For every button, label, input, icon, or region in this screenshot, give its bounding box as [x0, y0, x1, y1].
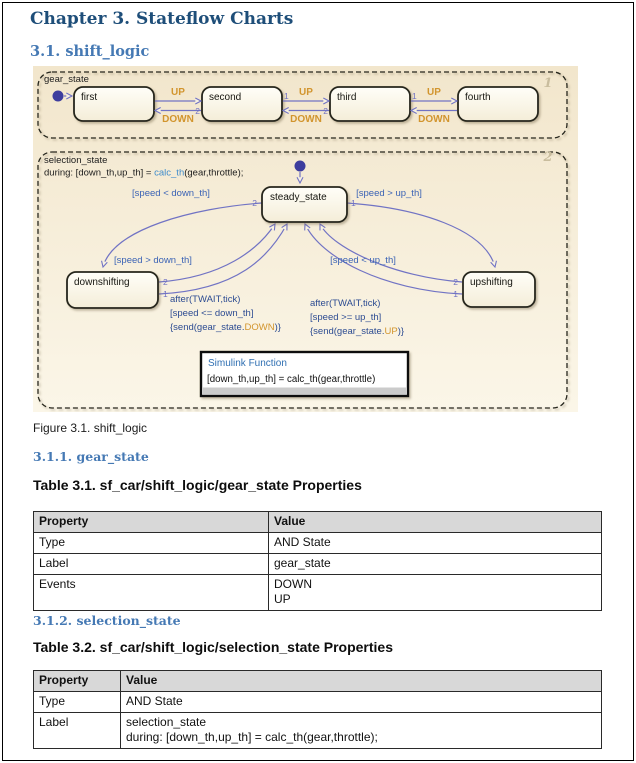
- selection-transitions: [101, 202, 497, 295]
- transition-order-number: 1: [412, 91, 417, 101]
- table-cell: AND State: [268, 532, 602, 554]
- stateflow-diagram: gear_state 1 first second third fourth U…: [33, 66, 578, 412]
- state-fourth-label: fourth: [465, 92, 491, 103]
- selection-states: steady_state downshifting upshifting: [66, 186, 536, 309]
- table-cell: selection_state during: [down_th,up_th] …: [120, 712, 602, 749]
- state-third-label: third: [337, 92, 356, 103]
- transition-steady-to-downshifting: [101, 202, 263, 269]
- selection-state-container: [37, 151, 568, 409]
- gear-state-label: gear_state: [44, 74, 89, 85]
- selection-order-badge: 2: [542, 150, 552, 165]
- state-downshifting-box: [66, 271, 159, 309]
- column-header: Property: [33, 670, 121, 692]
- condition-speed-gt-down: [speed > down_th]: [114, 255, 192, 266]
- transition-order-number: 2: [195, 106, 200, 116]
- downshift-transition-action: after(TWAIT,tick) [speed <= down_th] {se…: [170, 294, 281, 333]
- table-cell: Type: [33, 532, 269, 554]
- gear-state-container: [37, 71, 568, 139]
- gear-initial-state-dot: [52, 90, 64, 102]
- transition-order-number: 2: [323, 106, 328, 116]
- gear-states: first second third fourth: [73, 86, 539, 122]
- selection-initial-state-dot: [294, 160, 306, 172]
- selection-during-action: during: [down_th,up_th] = calc_th(gear,t…: [44, 168, 243, 179]
- subsection-title-selection-state: 3.1.2. selection_state: [33, 613, 181, 628]
- down-event-label: DOWN: [290, 114, 322, 125]
- table-cell: AND State: [120, 691, 602, 713]
- up-event-label: UP: [299, 87, 313, 98]
- selection-state-label: selection_state: [44, 155, 107, 166]
- column-header: Property: [33, 511, 269, 533]
- transition-steady-to-upshifting: [346, 202, 497, 269]
- state-steady-box: [261, 186, 348, 223]
- condition-speed-le-down: [speed <= down_th]: [170, 308, 253, 319]
- transition-order-number: 1: [163, 289, 168, 299]
- up-event-label: UP: [171, 87, 185, 98]
- condition-speed-ge-up: [speed >= up_th]: [310, 312, 381, 323]
- table-2-title: Table 3.2. sf_car/shift_logic/selection_…: [33, 639, 393, 655]
- down-event-label: DOWN: [162, 114, 194, 125]
- transition-order-number: 1: [284, 91, 289, 101]
- table-1-title: Table 3.1. sf_car/shift_logic/gear_state…: [33, 477, 362, 493]
- transition-upshifting-to-steady-1: [319, 222, 463, 283]
- state-downshifting-label: downshifting: [74, 277, 130, 288]
- gear-transitions: [153, 97, 459, 114]
- transition-order-number: 2: [453, 277, 458, 287]
- down-event-label: DOWN: [418, 114, 450, 125]
- table-cell: Events: [33, 574, 269, 611]
- subsection-title-gear-state: 3.1.1. gear_state: [33, 449, 149, 464]
- figure-caption: Figure 3.1. shift_logic: [33, 421, 148, 435]
- after-temporal-label: after(TWAIT,tick): [170, 294, 240, 305]
- table-cell: Label: [33, 712, 121, 749]
- chapter-title: Chapter 3. Stateflow Charts: [30, 9, 294, 29]
- state-upshifting-label: upshifting: [470, 277, 513, 288]
- column-header: Value: [268, 511, 602, 533]
- up-event-label: UP: [427, 87, 441, 98]
- simulink-function-footer-strip: [203, 387, 406, 395]
- state-first-label: first: [81, 92, 97, 103]
- table-cell: gear_state: [268, 553, 602, 575]
- table-cell: Label: [33, 553, 269, 575]
- condition-speed-gt-up: [speed > up_th]: [356, 188, 422, 199]
- send-down-action: {send(gear_state.DOWN)}: [170, 322, 281, 333]
- state-upshifting-box: [462, 271, 536, 308]
- simulink-function-box: Simulink Function [down_th,up_th] = calc…: [199, 350, 410, 398]
- condition-speed-lt-up: [speed < up_th]: [330, 255, 396, 266]
- upshift-transition-action: after(TWAIT,tick) [speed >= up_th] {send…: [310, 298, 404, 337]
- condition-speed-lt-down: [speed < down_th]: [132, 188, 210, 199]
- transition-downshifting-to-steady-1: [158, 223, 276, 283]
- gear-order-badge: 1: [543, 76, 552, 91]
- state-second-label: second: [209, 92, 241, 103]
- state-first-box: [73, 86, 155, 122]
- transition-order-number: 1: [453, 289, 458, 299]
- transition-upshifting-to-steady-2: [304, 222, 463, 295]
- transition-order-number: 2: [252, 198, 257, 208]
- send-up-action: {send(gear_state.UP)}: [310, 326, 404, 337]
- transition-order-number: 2: [163, 277, 168, 287]
- simulink-function-signature: [down_th,up_th] = calc_th(gear,throttle): [207, 374, 375, 385]
- transition-order-number: 1: [351, 198, 356, 208]
- section-title: 3.1. shift_logic: [30, 43, 150, 60]
- state-steady-label: steady_state: [270, 192, 327, 203]
- transition-downshifting-to-steady-2: [158, 222, 288, 295]
- simulink-function-title: Simulink Function: [208, 358, 287, 369]
- column-header: Value: [120, 670, 602, 692]
- table-cell: DOWN UP: [268, 574, 602, 611]
- table-cell: Type: [33, 691, 121, 713]
- after-temporal-label: after(TWAIT,tick): [310, 298, 380, 309]
